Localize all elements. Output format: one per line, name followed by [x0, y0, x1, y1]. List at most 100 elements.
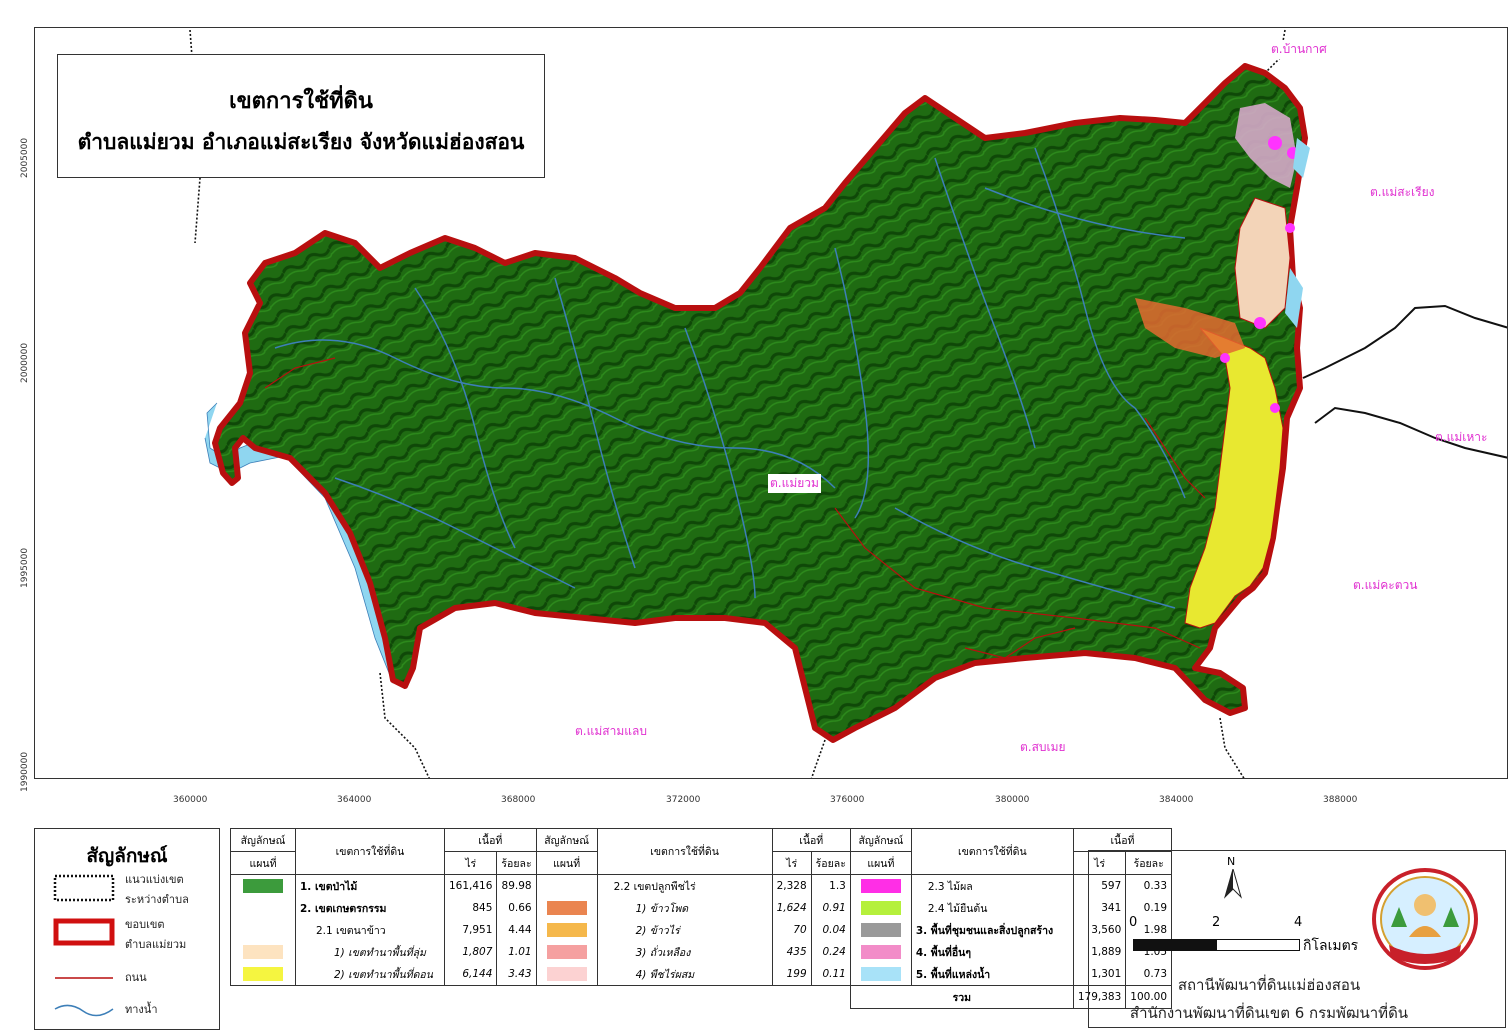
map-symbol-cell: [535, 919, 598, 941]
area-percent: 1.01: [496, 941, 537, 963]
district-boundary-line: [1302, 304, 1507, 379]
x-tick-bottom: 380000: [995, 795, 1030, 805]
area-rai: 1,889: [1072, 941, 1127, 963]
header-symbol: สัญลักษณ์: [230, 828, 296, 852]
place-label-mae-yuam: ต.แม่ยวม: [768, 474, 821, 493]
map-symbol-cell: [849, 897, 912, 919]
zone-label: 2. เขตเกษตรกรรม: [295, 897, 445, 919]
header-symbol-sub: แผนที่: [849, 851, 912, 875]
x-tick-bottom: 384000: [1159, 795, 1194, 805]
map-symbol-cell: [849, 963, 912, 986]
area-percent: 4.44: [496, 919, 537, 941]
header-symbol: สัญลักษณ์: [849, 828, 912, 852]
color-swatch: [546, 901, 587, 915]
area-percent: 0.04: [810, 919, 851, 941]
area-percent: 89.98: [496, 874, 537, 897]
color-swatch: [860, 879, 901, 893]
zone-label: 2) เขตทำนาพื้นที่ดอน: [295, 963, 445, 986]
area-rai: 597: [1072, 874, 1127, 897]
area-percent: 1.98: [1125, 919, 1173, 941]
scale-label-2: 2: [1212, 915, 1221, 930]
map-symbol-cell: [230, 897, 296, 919]
header-zone: เขตการใช้ที่ดิน: [295, 828, 445, 875]
color-swatch: [546, 945, 587, 959]
red-boundary-icon: [53, 918, 115, 946]
map-symbol-cell: [849, 941, 912, 963]
zone-label: 4) พืชไร่ผสม: [596, 963, 773, 986]
area-percent: 0.24: [810, 941, 851, 963]
scale-unit: กิโลเมตร: [1303, 938, 1359, 954]
area-rai: 7,951: [443, 919, 498, 941]
place-label-mae-kha-tuan: ต.แม่คะตวน: [1353, 578, 1418, 592]
district-boundary-line: [1219, 717, 1245, 778]
area-percent: 0.73: [1125, 963, 1173, 986]
place-label-mae-sariang: ต.แม่สะเรียง: [1370, 185, 1435, 199]
y-tick-left: 1990000: [20, 751, 30, 792]
org-line-1: สถานีพัฒนาที่ดินแม่ฮ่องสอน: [1177, 976, 1361, 994]
header-zone: เขตการใช้ที่ดิน: [910, 828, 1074, 875]
header-zone: เขตการใช้ที่ดิน: [596, 828, 773, 875]
color-swatch: [243, 967, 283, 981]
district-boundary-line: [1314, 406, 1507, 459]
map-symbol-cell: [535, 874, 598, 897]
header-symbol-sub: แผนที่: [535, 851, 598, 875]
area-percent: 0.33: [1125, 874, 1173, 897]
color-swatch: [860, 945, 901, 959]
header-percent: ร้อยละ: [496, 851, 537, 875]
legend-title: สัญลักษณ์: [86, 845, 168, 867]
map-symbol-cell: [535, 941, 598, 963]
header-rai: ไร่: [771, 851, 812, 875]
map-frame[interactable]: 360000 364000 368000 372000 376000 38000…: [34, 27, 1508, 779]
x-tick-bottom: 364000: [337, 795, 372, 805]
zone-label: 3. พื้นที่ชุมชนและสิ่งปลูกสร้าง: [910, 919, 1074, 941]
scale-label-0: 0: [1129, 915, 1138, 930]
zone-label: 2.2 เขตปลูกพืชไร่: [596, 874, 773, 897]
stream-network: [274, 147, 1186, 609]
header-symbol: สัญลักษณ์: [535, 828, 598, 852]
zone-label: 1) เขตทำนาพื้นที่ลุ่ม: [295, 941, 445, 963]
zone-label: 1) ข้าวโพด: [596, 897, 773, 919]
area-rai: 3,560: [1072, 919, 1127, 941]
total-label: รวม: [849, 985, 1074, 1009]
header-area: เนื้อที่: [1072, 828, 1173, 852]
total-percent: 100.00: [1125, 985, 1173, 1009]
map-symbol-cell: [230, 941, 296, 963]
scale-bar-white: [1216, 939, 1300, 951]
y-tick-left: 2000000: [20, 342, 30, 383]
area-rai: 435: [771, 941, 812, 963]
x-tick-bottom: 388000: [1323, 795, 1358, 805]
area-percent: 0.66: [496, 897, 537, 919]
north-arrow-icon: [1223, 869, 1243, 899]
map-symbol-cell: [230, 963, 296, 986]
place-label-sop-moei: ต.สบเมย: [1020, 740, 1066, 754]
area-rai: 845: [443, 897, 498, 919]
place-label-mae-hor: ต.แม่เหาะ: [1435, 430, 1488, 444]
area-percent: 0.11: [810, 963, 851, 986]
zone-label: 1. เขตป่าไม้: [295, 874, 445, 897]
north-label: N: [1227, 855, 1236, 868]
map-symbol-cell: [849, 874, 912, 897]
map-symbol-cell: [849, 919, 912, 941]
color-swatch: [243, 879, 283, 893]
x-tick-bottom: 376000: [830, 795, 865, 805]
header-rai: ไร่: [1072, 851, 1127, 875]
header-symbol-sub: แผนที่: [230, 851, 296, 875]
map-canvas: [189, 29, 1507, 778]
place-label-mae-sam-laep: ต.แม่สามแลบ: [575, 724, 647, 738]
x-tick-bottom: 372000: [666, 795, 701, 805]
color-swatch: [860, 967, 901, 981]
header-area: เนื้อที่: [444, 828, 537, 852]
ldd-emblem-logo: [1372, 868, 1478, 970]
area-percent: 3.43: [496, 963, 537, 986]
zone-label: 2) ข้าวไร่: [596, 919, 773, 941]
area-percent: 0.19: [1125, 897, 1173, 919]
area-rai: 1,624: [771, 897, 812, 919]
x-tick-bottom: 360000: [173, 795, 208, 805]
header-rai: ไร่: [443, 851, 498, 875]
area-rai: 70: [771, 919, 812, 941]
corn-zone: [1135, 298, 1245, 358]
area-rai: 6,144: [443, 963, 498, 986]
